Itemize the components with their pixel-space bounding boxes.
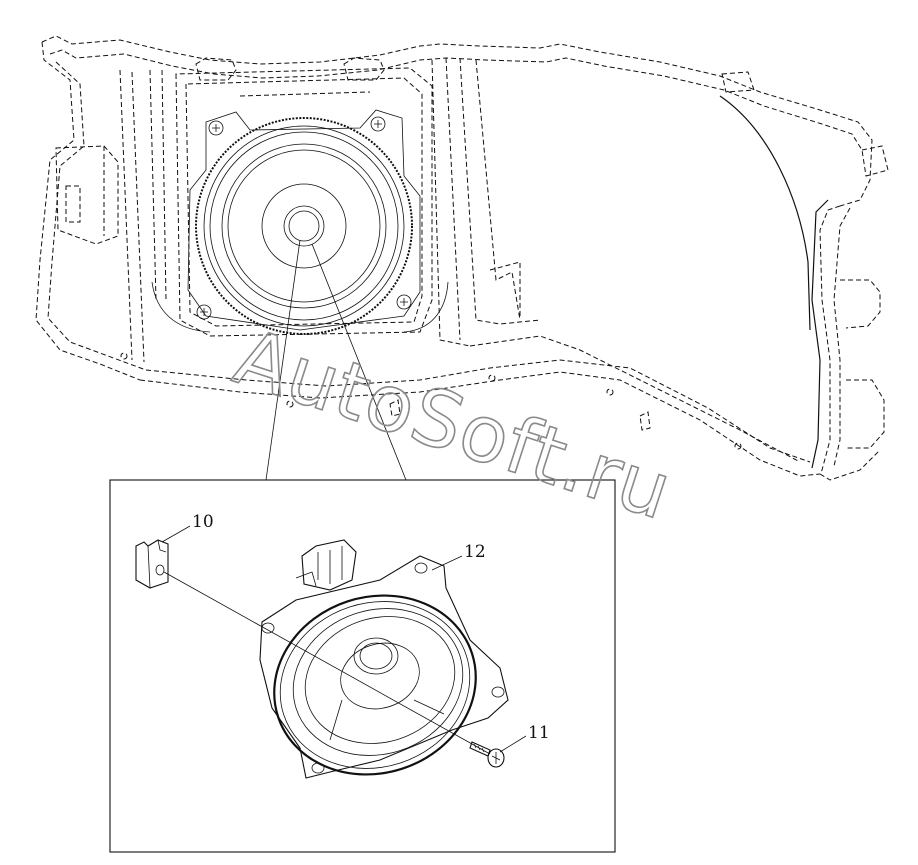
leader-line-left xyxy=(265,239,301,481)
part-12-speaker xyxy=(259,539,509,779)
leader-line-right xyxy=(311,243,407,481)
panel-right-rail xyxy=(811,199,829,469)
callout-10-leader xyxy=(161,525,191,543)
installed-speaker xyxy=(151,109,449,335)
callout-label-11: 11 xyxy=(528,723,550,743)
panel-curved-edge xyxy=(719,95,811,331)
callout-12-leader xyxy=(431,555,463,571)
callout-11-leader xyxy=(499,735,527,753)
callout-label-12: 12 xyxy=(464,542,486,562)
watermark-text: AutoSoft.ru xyxy=(224,312,682,537)
callout-label-10: 10 xyxy=(192,512,214,532)
door-panel-outline xyxy=(35,35,889,481)
detail-view-frame xyxy=(109,479,616,853)
part-10-clip-nut xyxy=(135,539,169,589)
assembly-axis-line xyxy=(163,571,491,755)
